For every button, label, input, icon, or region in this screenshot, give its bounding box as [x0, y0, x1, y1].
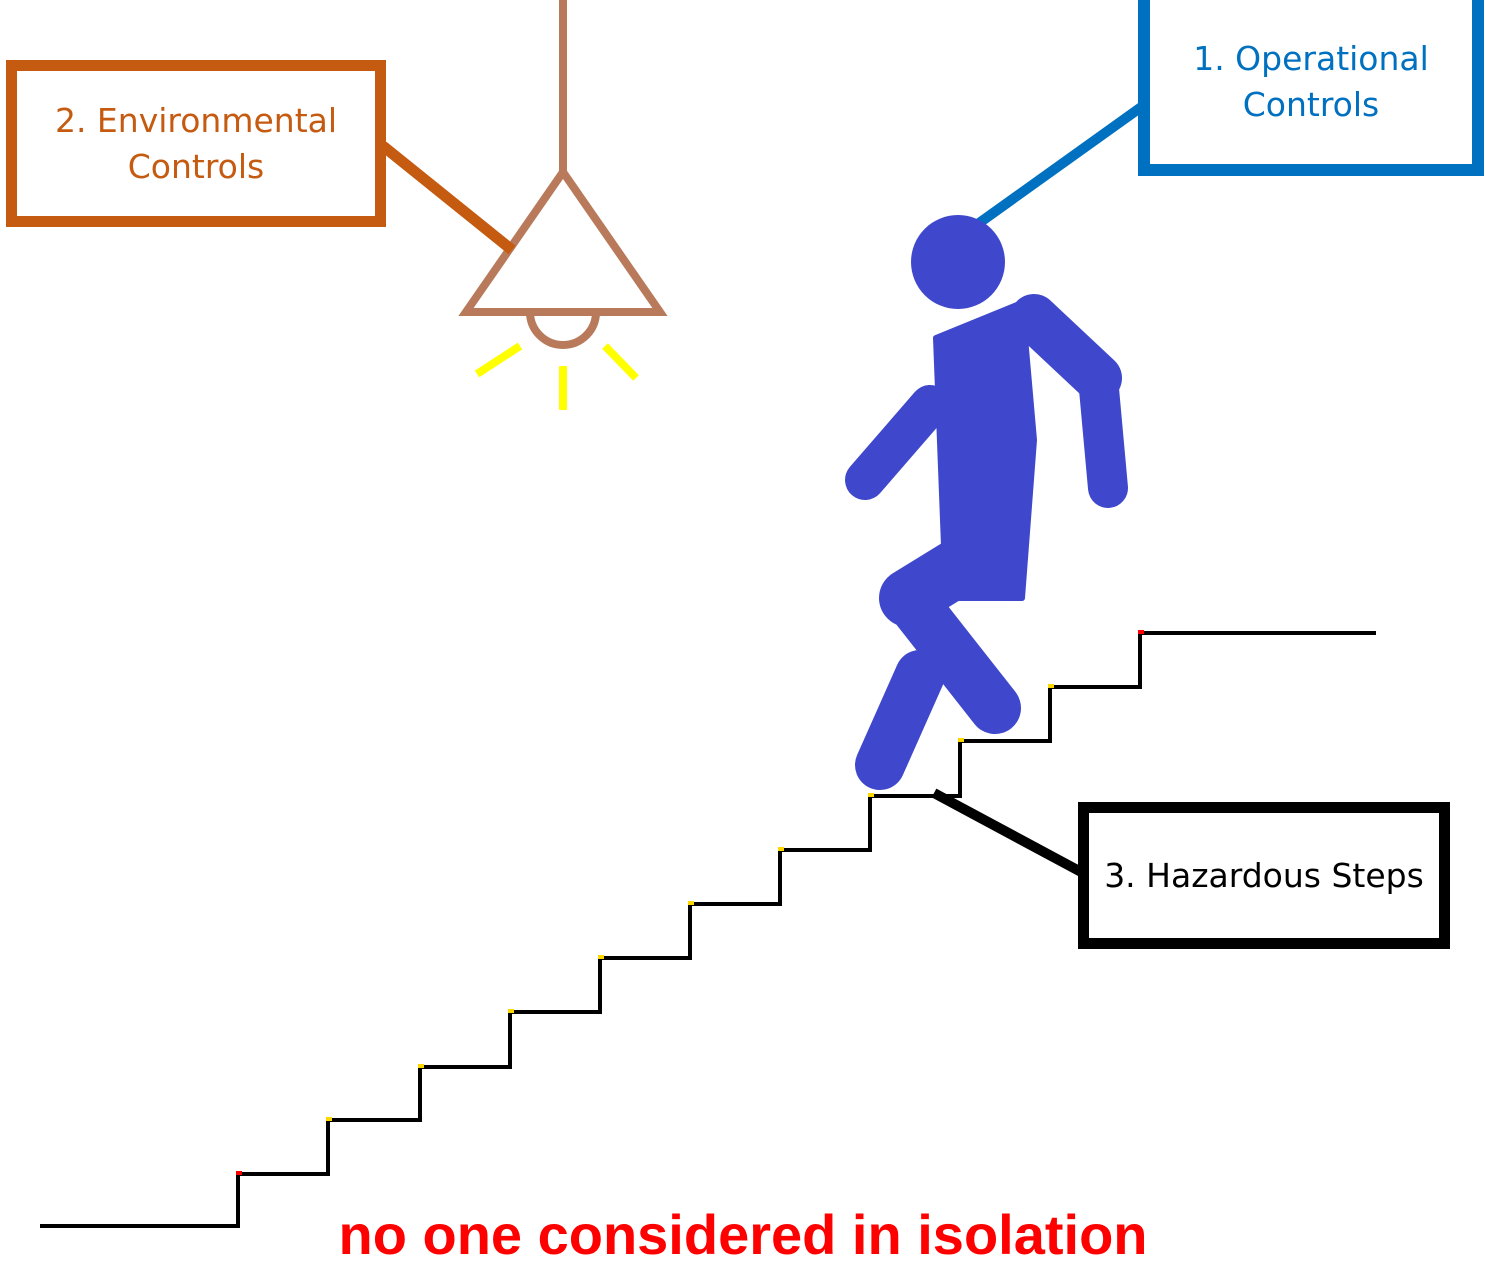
- lamp-icon: [458, 0, 668, 410]
- step-markers: [236, 630, 1144, 1175]
- environmental-controls-label: 2. Environmental Controls: [6, 60, 386, 227]
- diagram-canvas: [40, 0, 1376, 1228]
- operational-controls-label: 1. Operational Controls: [1138, 0, 1484, 176]
- hazardous-steps-text: 3. Hazardous Steps: [1104, 855, 1424, 895]
- hazardous-connector: [931, 788, 1086, 878]
- hazardous-steps-label: 3. Hazardous Steps: [1078, 802, 1450, 949]
- walking-person-icon: [845, 215, 1128, 790]
- environmental-connector: [379, 141, 516, 255]
- operational-controls-text: 1. Operational Controls: [1193, 39, 1429, 124]
- staircase-icon: [40, 630, 1376, 1228]
- caption-text: no one considered in isolation: [338, 1203, 1148, 1266]
- environmental-controls-text: 2. Environmental Controls: [54, 100, 338, 186]
- light-rays: [474, 342, 639, 410]
